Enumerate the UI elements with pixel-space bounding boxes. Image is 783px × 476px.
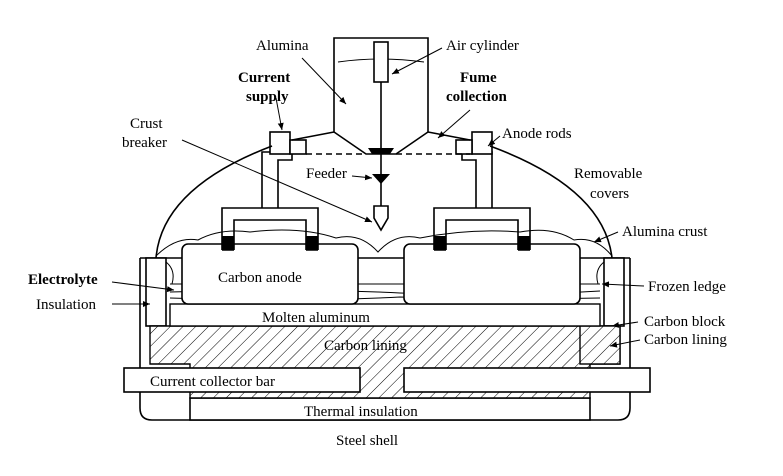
label-current-supply-2: supply [246, 89, 289, 105]
alumina-crust [155, 229, 613, 257]
anode-yoke-left [221, 207, 319, 251]
leader-electrolyte [111, 281, 175, 293]
label-steel-shell: Steel shell [336, 433, 398, 449]
current-supply-bus-right [455, 139, 473, 155]
current-collector-bar-right [403, 367, 651, 393]
leader-fume-collection [437, 109, 471, 139]
label-removable-covers-1: Removable [574, 166, 643, 182]
label-insulation: Insulation [36, 297, 96, 313]
anode-stub-fill-right [434, 236, 530, 250]
label-current-supply-1: Current [238, 70, 290, 86]
carbon-anode-left [181, 243, 359, 305]
leader-air-cylinder [391, 47, 443, 75]
label-crust-breaker-2: breaker [122, 135, 167, 151]
insulation-right [603, 257, 625, 327]
label-fume-collection-1: Fume [460, 70, 497, 86]
label-current-collector-bar: Current collector bar [150, 374, 275, 390]
label-carbon-block: Carbon block [644, 314, 726, 330]
anode-stub-fill-left [222, 236, 318, 250]
leader-carbon-lining-right [609, 339, 641, 348]
label-carbon-lining-center: Carbon lining [324, 338, 407, 354]
label-frozen-ledge: Frozen ledge [648, 279, 726, 295]
label-fume-collection-2: collection [446, 89, 507, 105]
leader-alumina-crust [593, 231, 619, 243]
leader-carbon-block [611, 321, 639, 328]
carbon-anode-right [403, 243, 581, 305]
air-cylinder [373, 41, 389, 83]
feeder [368, 148, 394, 184]
anode-yoke-right [433, 207, 531, 251]
label-carbon-lining-right: Carbon lining [644, 332, 727, 348]
label-electrolyte: Electrolyte [28, 272, 98, 288]
leader-current-supply [275, 97, 284, 131]
hopper-link [291, 131, 471, 141]
leader-anode-rods [487, 135, 501, 147]
rod-clamp-left [269, 131, 291, 155]
leader-feeder [351, 174, 373, 181]
rod-clamp-right [471, 131, 493, 155]
label-alumina-crust: Alumina crust [622, 224, 708, 240]
label-anode-rods: Anode rods [502, 126, 572, 142]
leader-frozen-ledge [601, 281, 645, 288]
label-removable-covers-2: covers [590, 186, 629, 202]
label-crust-breaker-1: Crust [130, 116, 163, 132]
label-carbon-anode: Carbon anode [218, 270, 302, 286]
molten-aluminum-layer [169, 303, 601, 327]
current-collector-bar-left [123, 367, 361, 393]
leader-crust-breaker [181, 139, 373, 223]
label-thermal-insulation: Thermal insulation [304, 404, 418, 420]
leader-alumina [301, 57, 347, 105]
insulation-left [145, 257, 167, 327]
label-air-cylinder: Air cylinder [446, 38, 519, 54]
current-supply-bus-left [289, 139, 307, 155]
label-alumina: Alumina [256, 38, 309, 54]
label-feeder: Feeder [306, 166, 347, 182]
removable-covers [155, 145, 613, 259]
frozen-ledge [165, 261, 605, 285]
label-molten-aluminum: Molten aluminum [262, 310, 370, 326]
crust-breaker-tip [373, 205, 389, 232]
